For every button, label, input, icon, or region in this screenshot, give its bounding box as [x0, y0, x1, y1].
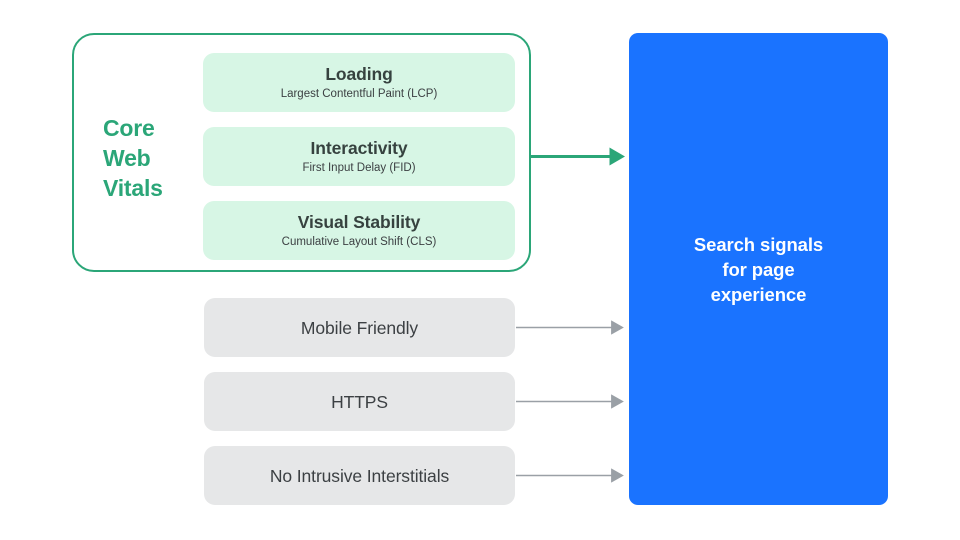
vital-card-interactivity: Interactivity First Input Delay (FID): [203, 127, 515, 186]
https-label: HTTPS: [331, 391, 388, 412]
vital-card-visual-stability-title: Visual Stability: [297, 211, 421, 232]
core-web-vitals-group-label: Core Web Vitals: [103, 115, 163, 201]
vital-card-visual-stability-subtitle: Cumulative Layout Shift (CLS): [281, 235, 437, 248]
vital-card-visual-stability: Visual Stability Cumulative Layout Shift…: [203, 201, 515, 260]
https-box: HTTPS: [204, 372, 515, 431]
mobile-friendly-box: Mobile Friendly: [204, 298, 515, 357]
vital-card-loading-subtitle: Largest Contentful Paint (LCP): [280, 87, 438, 100]
search-signals-label: Search signals for page experience: [693, 233, 824, 305]
vital-card-loading-title: Loading: [325, 63, 393, 84]
mobile-friendly-label: Mobile Friendly: [300, 317, 419, 338]
vital-card-loading: Loading Largest Contentful Paint (LCP): [203, 53, 515, 112]
vital-card-interactivity-title: Interactivity: [310, 137, 408, 158]
vital-card-interactivity-subtitle: First Input Delay (FID): [302, 161, 416, 174]
search-signals-box: Search signals for page experience: [629, 33, 888, 505]
no-intrusive-interstitials-box: No Intrusive Interstitials: [204, 446, 515, 505]
core-web-vitals-group: [72, 33, 531, 272]
no-intrusive-interstitials-label: No Intrusive Interstitials: [269, 465, 450, 486]
